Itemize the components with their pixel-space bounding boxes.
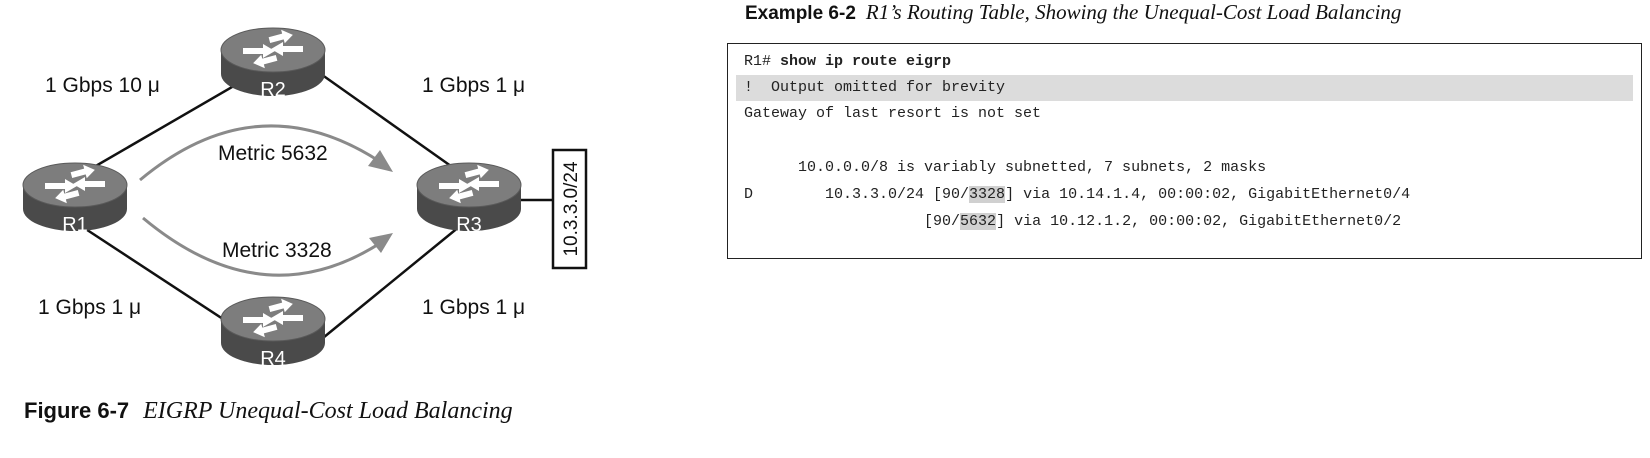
metric-arrow-lower	[142, 216, 386, 277]
cli-line-route-2: [90/5632] via 10.12.1.2, 00:00:02, Gigab…	[744, 209, 1401, 235]
figure-caption: Figure 6-7 EIGRP Unequal-Cost Load Balanc…	[24, 398, 513, 425]
link-label-r4-r3: 1 Gbps 1 μ	[422, 296, 525, 319]
example-title: R1’s Routing Table, Showing the Unequal-…	[865, 0, 1402, 24]
cli-prompt: R1#	[744, 53, 781, 70]
metric-label-lower: Metric 3328	[222, 239, 332, 262]
link-label-r1-r2: 1 Gbps 10 μ	[45, 74, 160, 97]
link-label-r1-r4: 1 Gbps 1 μ	[38, 296, 141, 319]
route-2-suffix: ] via 10.12.1.2, 00:00:02, GigabitEthern…	[996, 213, 1402, 230]
router-label-r1: R1	[62, 214, 88, 236]
example-caption: Example 6-2 R1’s Routing Table, Showing t…	[745, 0, 1401, 25]
cli-output-box: R1# show ip route eigrp ! Output omitted…	[727, 43, 1642, 259]
link-label-r2-r3: 1 Gbps 1 μ	[422, 74, 525, 97]
route-2-metric: 5632	[960, 213, 997, 230]
cli-line-command: R1# show ip route eigrp	[744, 49, 951, 75]
metric-arrow-upper	[139, 124, 386, 182]
router-label-r3: R3	[456, 214, 482, 236]
example-number: Example 6-2	[745, 3, 856, 24]
cli-command: show ip route eigrp	[780, 53, 952, 70]
route-1-suffix: ] via 10.14.1.4, 00:00:02, GigabitEthern…	[1005, 186, 1411, 203]
link-r4-r3	[317, 221, 466, 343]
link-r1-r2	[74, 70, 259, 180]
cli-line-route-1: D 10.3.3.0/24 [90/3328] via 10.14.1.4, 0…	[744, 182, 1410, 208]
cli-line-subnetted: 10.0.0.0/8 is variably subnetted, 7 subn…	[744, 159, 1267, 176]
route-2-prefix: [90/	[744, 213, 961, 230]
subnet-box	[551, 148, 588, 270]
metric-arrowhead-lower	[369, 233, 393, 253]
route-1-prefix: D 10.3.3.0/24 [90/	[744, 186, 970, 203]
metric-label-upper: Metric 5632	[218, 142, 328, 165]
router-label-r4: R4	[260, 348, 286, 370]
subnet-label: 10.3.3.0/24	[561, 161, 582, 257]
cli-line-gateway: Gateway of last resort is not set	[744, 105, 1042, 122]
network-diagram: R2 R1 R3 R4 1 Gbps 10 μ 1 Gbps 1 μ 1 Gbp…	[22, 26, 588, 370]
link-r2-r3	[317, 70, 466, 178]
figure-number: Figure 6-7	[24, 398, 130, 423]
figure-title: EIGRP Unequal-Cost Load Balancing	[143, 398, 513, 424]
cli-line-comment: ! Output omitted for brevity	[736, 75, 1633, 101]
metric-arrowhead-upper	[368, 150, 393, 172]
route-1-metric: 3328	[969, 186, 1006, 203]
router-label-r2: R2	[260, 79, 286, 101]
